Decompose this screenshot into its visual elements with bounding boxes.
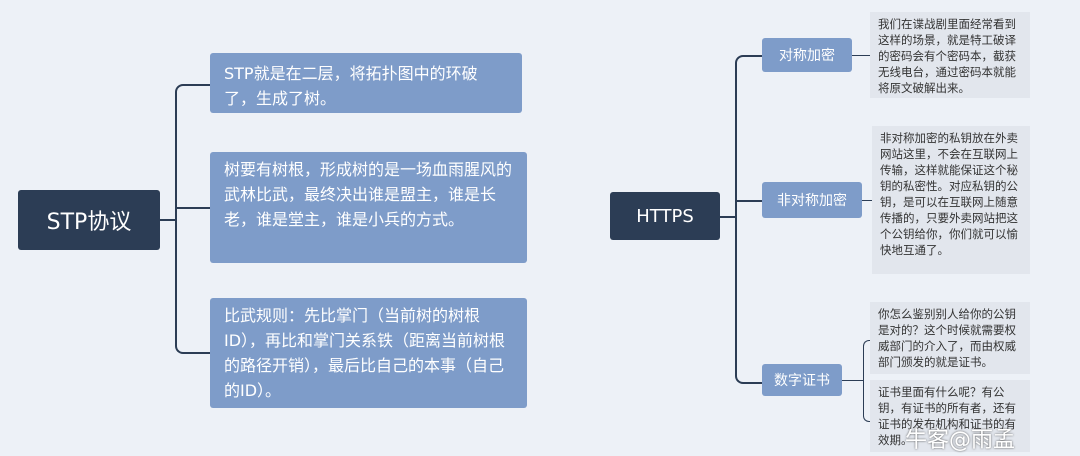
stp-box-1: STP就是在二层，将拓扑图中的环破了，生成了树。	[210, 53, 522, 113]
https-root-node: HTTPS	[610, 192, 720, 240]
note-certificate-1: 你怎么鉴别别人给你的公钥是对的？这个时候就需要权威部门的介入了，而由权威部门颁发…	[870, 302, 1030, 374]
watermark: 牛客@雨孟	[905, 428, 1016, 453]
note-asymmetric: 非对称加密的私钥放在外卖网站这里，不会在互联网上传输，这样就能保证这个秘钥的私密…	[872, 126, 1030, 274]
node-asymmetric: 非对称加密	[762, 182, 862, 218]
connector	[720, 216, 736, 218]
stp-root-node: STP协议	[18, 190, 160, 250]
connector	[842, 380, 864, 381]
note-certificate-2: 证书里面有什么呢？有公钥，有证书的所有者，还有证书的发布机构和证书的有效期。	[870, 380, 1030, 452]
connector	[735, 55, 764, 384]
connector	[160, 219, 176, 221]
connector	[175, 207, 210, 209]
connector	[862, 200, 872, 201]
connector	[852, 55, 870, 56]
node-symmetric: 对称加密	[762, 38, 852, 72]
bracket	[863, 340, 872, 422]
stp-box-2: 树要有树根，形成树的是一场血雨腥风的武林比武，最终决出谁是盟主，谁是长老，谁是堂…	[210, 152, 527, 263]
node-certificate: 数字证书	[762, 364, 842, 396]
connector	[175, 84, 212, 354]
stp-box-3: 比武规则：先比掌门（当前树的树根ID），再比和掌门关系铁（距离当前树根的路径开销…	[210, 298, 527, 408]
note-symmetric: 我们在谍战剧里面经常看到这样的场景，就是特工破译的密码会有个密码本，截获无线电台…	[870, 12, 1030, 98]
connector	[735, 200, 762, 202]
